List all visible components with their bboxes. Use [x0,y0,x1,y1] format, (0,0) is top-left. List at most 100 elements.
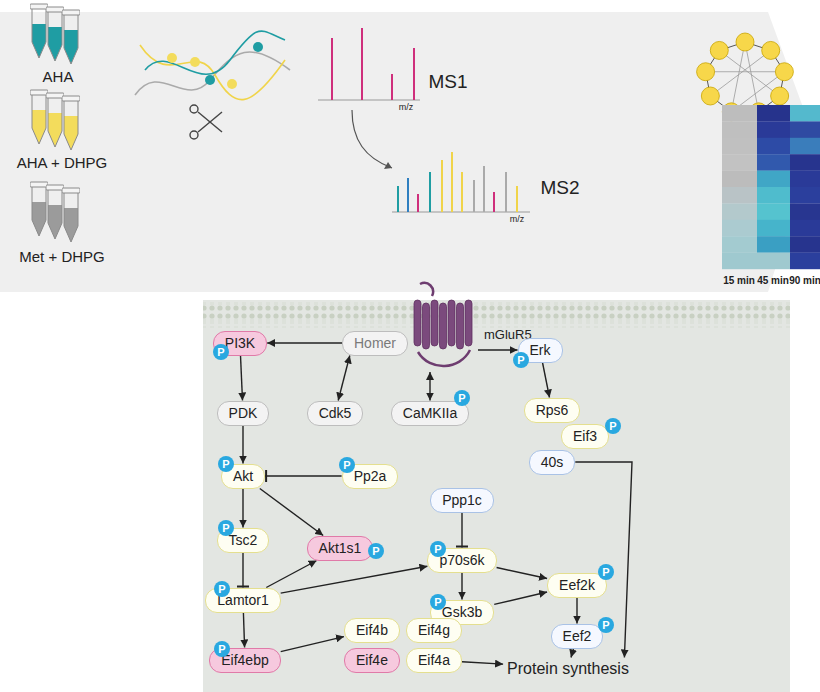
node-label: Cdk5 [319,405,352,421]
flow-arrow-head [384,162,392,169]
protein-box: Eif4a [406,648,462,673]
text-label: m/z [399,102,414,112]
node-label: Eif4g [418,622,450,638]
arrow-connector [260,489,323,536]
node-label: p70s6k [439,552,484,568]
ms2-spectrum [392,152,530,212]
text-label: AHA + DHPG [17,154,107,171]
node-label: Ppp1c [442,492,482,508]
tube-group [30,4,80,64]
text-label: MS1 [428,71,467,93]
arrow-connector [462,662,503,664]
protein-box: Eif4e [344,648,400,673]
node-label: PDK [229,405,258,421]
inhibition-connector [242,553,243,588]
scissors [190,105,222,139]
network-graph [697,33,794,121]
protein-box: Eif4g [406,618,462,643]
inhibition-connector [461,513,462,548]
arrow-connector [281,566,428,593]
workflow-band [0,12,815,292]
flow-arrow [352,110,392,168]
protein-box: Eef2k [547,573,607,598]
protein-box: Eef2 [551,624,604,649]
node-label: Akt [233,468,253,484]
arrow-connector [571,649,574,658]
arrow-connector [461,573,462,600]
tube-group [30,182,80,242]
arrow-connector [243,613,244,648]
phospho-mark: P [213,344,229,360]
phospho-mark: P [339,457,355,473]
peptide-illustration [135,31,290,100]
arrow-connector [281,637,344,652]
node-label: Erk [530,342,551,358]
phospho-mark: P [430,594,446,610]
node-label: Eif4ebp [221,652,268,668]
text-label: 45 min [757,275,789,286]
node-label: Rps6 [536,402,569,418]
phospho-mark: P [605,418,621,434]
text-label: MS2 [540,177,579,199]
arrow-connector [543,363,550,398]
protein-box: Akt1s1 [307,536,374,561]
node-label: Eif4b [356,622,388,638]
node-label: Eif3 [573,428,597,444]
phospho-mark: P [598,617,614,633]
phospho-mark: P [598,564,614,580]
node-label: Homer [354,335,396,351]
inhibition-connector [265,475,342,476]
tube-group [30,90,80,150]
node-label: Pp2a [354,468,387,484]
arrow-connector [494,592,547,604]
node-label: Akt1s1 [319,540,362,556]
cell-panel [203,300,790,692]
text-label: Met + DHPG [19,248,104,265]
protein-box: Eif3 [561,424,609,449]
node-label: CaMKIIa [403,405,457,421]
protein-box: Eif4b [344,618,400,643]
arrow-connector [267,342,342,343]
receptor-symbol [410,280,478,372]
protein-box: Ppp1c [430,488,494,513]
arrow-connector [266,561,316,588]
ms1-spectrum [318,28,420,100]
text-label: AHA [43,68,74,85]
phospho-mark: P [454,390,470,406]
receptor: mGluR5 [410,280,478,372]
arrow-connector [338,356,350,401]
phospho-mark: P [218,456,234,472]
protein-box: Rps6 [524,398,581,423]
node-label: Protein synthesis [507,660,629,677]
node-label: Eif4e [356,652,388,668]
protein-box: Homer [342,331,408,356]
arrow-connector [478,349,518,350]
arrow-connector [242,426,243,464]
membrane [203,302,790,328]
text-label: m/z [510,214,525,224]
phospho-mark: P [430,541,446,557]
node-label: Tsc2 [229,532,258,548]
node-label: PI3K [225,335,255,351]
arrow-connector [429,372,430,401]
node-label: Eef2 [563,628,592,644]
phospho-mark: P [513,352,529,368]
phospho-mark: P [214,641,230,657]
arrow-connector [241,356,243,401]
text-label: 90 min [789,275,820,286]
protein-box: PDK [217,401,270,426]
phospho-mark: P [218,520,234,536]
protein-box: Cdk5 [307,401,364,426]
arrow-connector [242,489,243,528]
heatmap [722,105,820,269]
node-label: 40s [541,454,564,470]
protein-box: 40s [529,450,576,475]
node-label: Eef2k [559,577,595,593]
phospho-mark: P [368,543,384,559]
arrow-connector [576,598,577,624]
arrow-connector [497,568,547,579]
phospho-mark: P [214,581,230,597]
node-label: Eif4a [418,652,450,668]
output-label: Protein synthesis [503,658,633,679]
text-label: 15 min [723,275,755,286]
